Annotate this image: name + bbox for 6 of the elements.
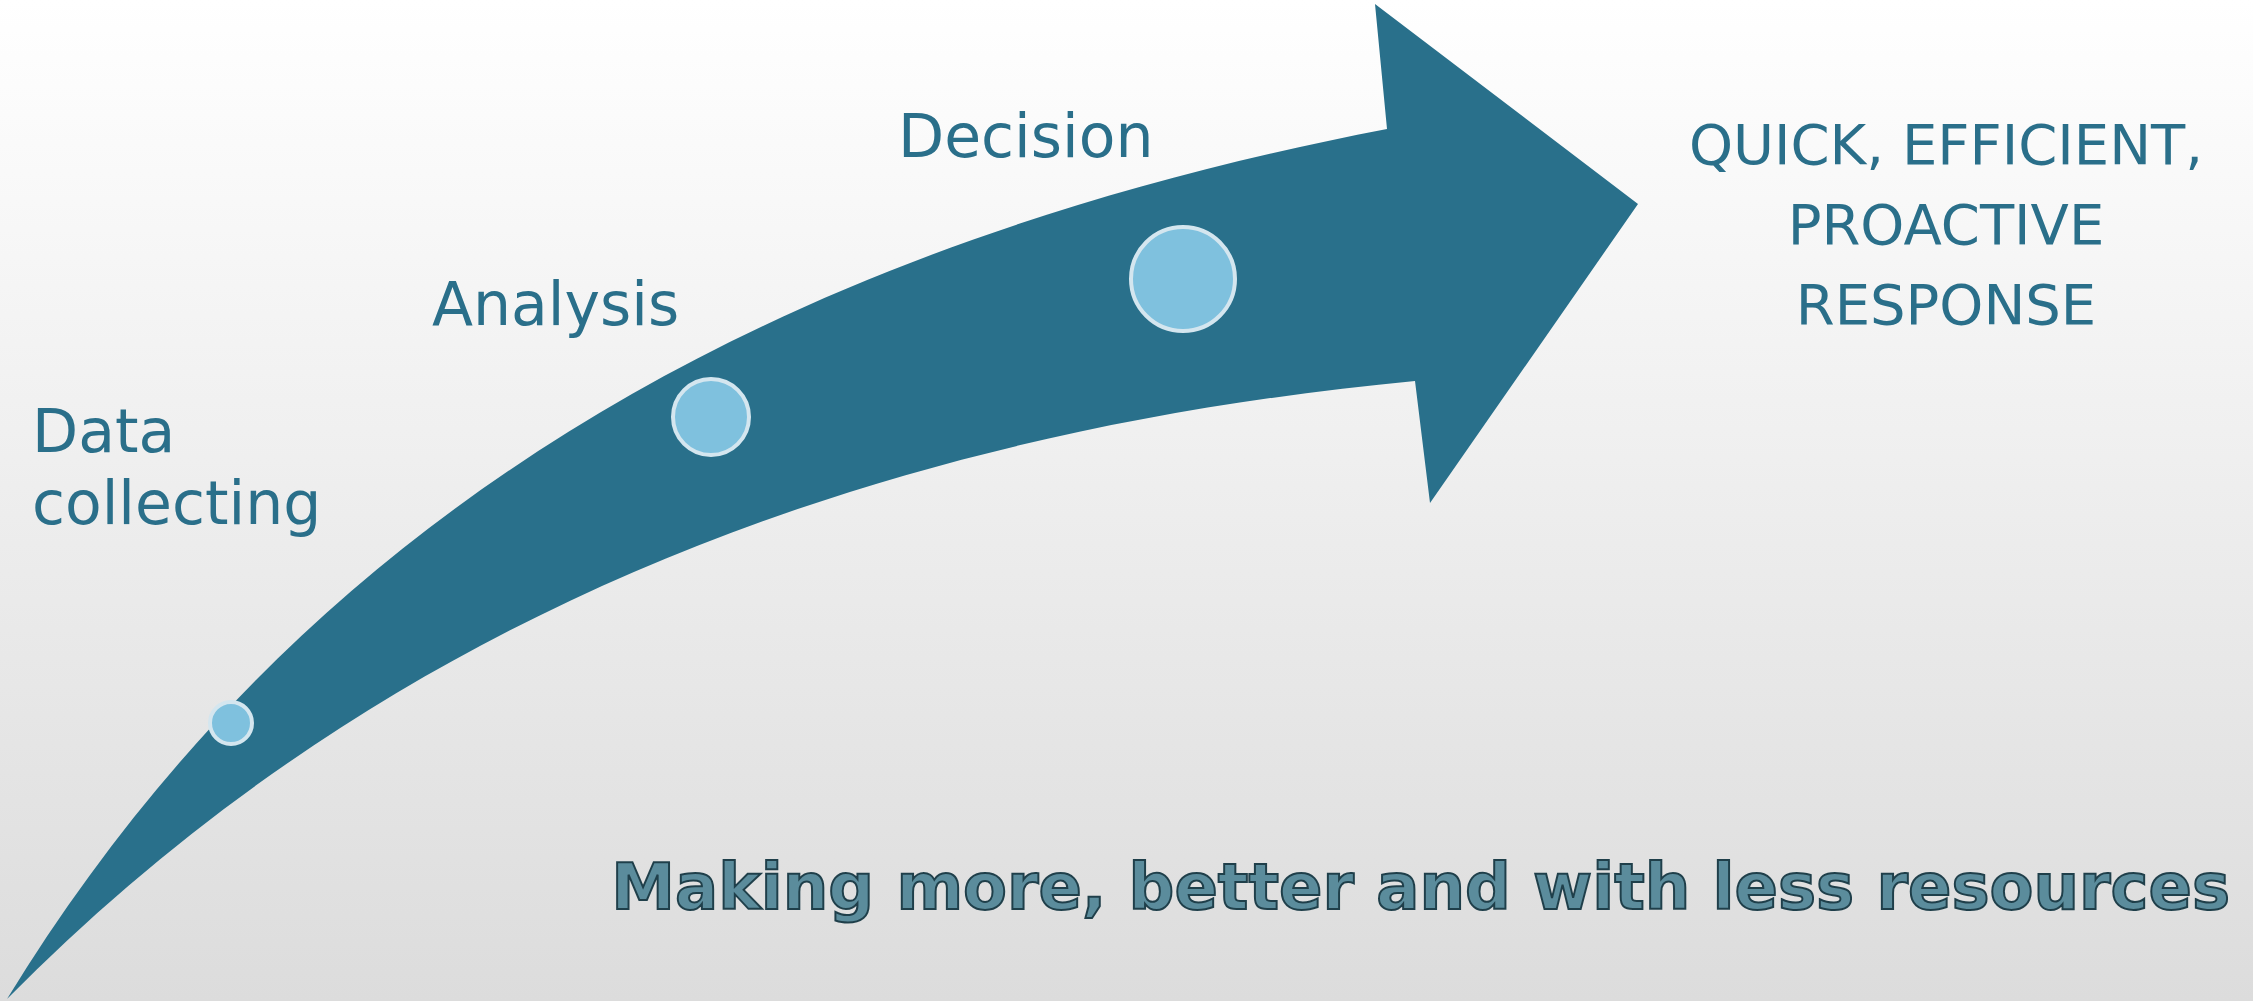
step-label: Data collecting bbox=[32, 395, 323, 539]
step-label: Decision bbox=[898, 100, 1155, 172]
result-text: QUICK, EFFICIENT, PROACTIVE RESPONSE bbox=[1640, 105, 2252, 345]
caption: Making more, better and with less resources bbox=[610, 850, 2230, 924]
curved-arrow bbox=[7, 4, 1638, 999]
step-label: Analysis bbox=[432, 268, 681, 340]
